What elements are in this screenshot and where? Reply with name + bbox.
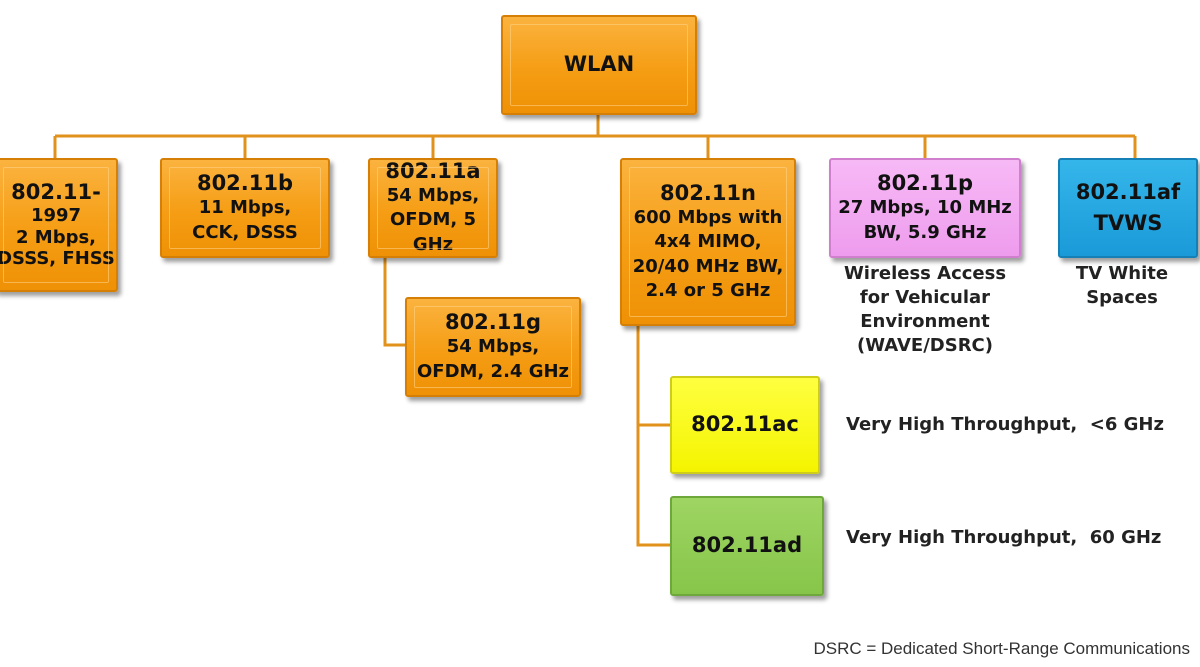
node-802-11n: 802.11n 600 Mbps with 4x4 MIMO, 20/40 MH… [620, 158, 796, 326]
node-802-11n-title: 802.11n [660, 180, 756, 205]
node-802-11b-title: 802.11b [196, 171, 294, 196]
node-802-11af-title: 802.11af [1075, 179, 1181, 204]
node-wlan-label: WLAN [563, 52, 635, 77]
node-802-11af: 802.11af TVWS [1058, 158, 1198, 258]
node-802-11-1997-title: 802.11- [11, 180, 101, 205]
footnote: DSRC = Dedicated Short-Range Communicati… [813, 639, 1190, 658]
node-802-11p: 802.11p 27 Mbps, 10 MHz BW, 5.9 GHz [829, 158, 1021, 258]
node-802-11a-title: 802.11a [385, 158, 481, 183]
node-802-11ad: 802.11ad [670, 496, 824, 596]
node-802-11n-body: 600 Mbps with 4x4 MIMO, 20/40 MHz BW, 2.… [632, 207, 784, 301]
side-label-802-11ac: Very High Throughput, <6 GHz [846, 414, 1164, 435]
node-802-11ac-title: 802.11ac [691, 412, 799, 437]
node-802-11g: 802.11g 54 Mbps, OFDM, 2.4 GHz [405, 297, 581, 397]
node-802-11g-title: 802.11g [444, 310, 542, 335]
node-802-11p-body: 27 Mbps, 10 MHz BW, 5.9 GHz [838, 197, 1012, 243]
connector-11n-children [636, 326, 670, 547]
node-802-11a: 802.11a 54 Mbps, OFDM, 5 GHz [368, 158, 498, 258]
caption-802-11p: Wireless Access for Vehicular Environmen… [843, 263, 1007, 356]
node-802-11a-body: 54 Mbps, OFDM, 5 GHz [386, 185, 480, 255]
node-802-11af-body: TVWS [1093, 211, 1163, 235]
caption-802-11af: TV White Spaces [1075, 263, 1169, 308]
node-802-11-1997: 802.11- 1997 2 Mbps, DSSS, FHSS [0, 158, 118, 292]
side-label-802-11ad: Very High Throughput, 60 GHz [846, 527, 1162, 548]
connector-11a-11g [383, 258, 405, 347]
node-802-11ad-title: 802.11ad [691, 533, 803, 558]
node-802-11b: 802.11b 11 Mbps, CCK, DSSS [160, 158, 330, 258]
node-802-11-1997-body: 1997 2 Mbps, DSSS, FHSS [0, 205, 115, 270]
node-802-11g-body: 54 Mbps, OFDM, 2.4 GHz [416, 336, 570, 382]
node-802-11ac: 802.11ac [670, 376, 820, 474]
node-802-11p-title: 802.11p [876, 171, 974, 196]
node-wlan: WLAN [501, 15, 697, 115]
node-802-11b-body: 11 Mbps, CCK, DSSS [192, 197, 298, 243]
